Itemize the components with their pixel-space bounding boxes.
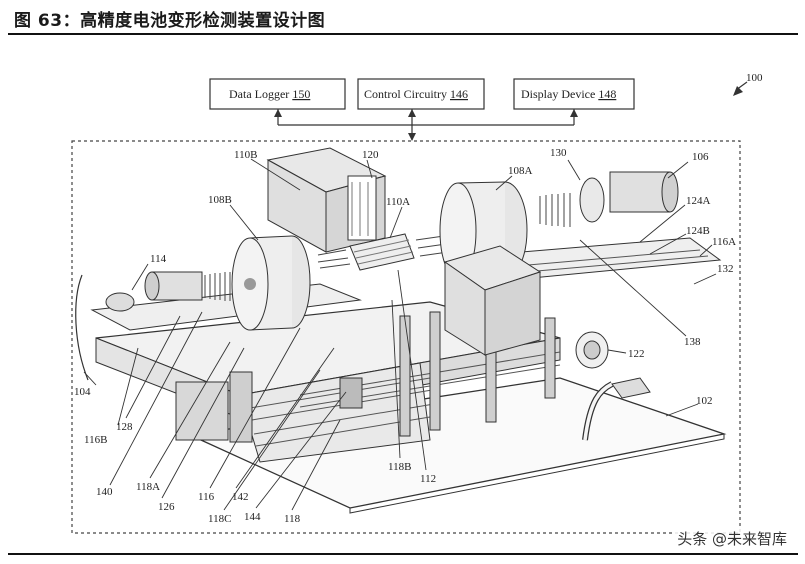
ref-120: 120 (362, 149, 379, 161)
control-circuitry-box: Control Circuitry 146 (357, 78, 485, 110)
data-logger-ref: 150 (292, 87, 310, 101)
svg-text:Control Circuitry 146: Control Circuitry 146 (364, 87, 468, 101)
ref-118A: 118A (136, 481, 160, 493)
ref-112: 112 (420, 473, 436, 485)
bracket-104 (75, 274, 89, 381)
watermark: 头条 @未来智库 (673, 528, 791, 549)
display-device-box: Display Device 148 (513, 78, 635, 110)
bottom-rule (8, 553, 798, 555)
ref-128: 128 (116, 421, 133, 433)
ref-126: 126 (158, 501, 175, 513)
ref-110B: 110B (234, 149, 257, 161)
ref-114: 114 (150, 253, 167, 265)
ref-108B: 108B (208, 194, 232, 206)
ref-118B: 118B (388, 461, 411, 473)
ref-102: 102 (696, 395, 713, 407)
ref-104: 104 (74, 386, 91, 398)
svg-text:Display Device 148: Display Device 148 (521, 87, 616, 101)
data-logger-label: Data Logger (229, 87, 289, 101)
ref-100: 100 (746, 72, 763, 84)
ref-116A: 116A (712, 236, 736, 248)
display-device-label: Display Device (521, 87, 595, 101)
ref-118: 118 (284, 513, 301, 525)
svg-text:Data Logger 150: Data Logger 150 (229, 87, 310, 101)
data-logger-box: Data Logger 150 (209, 78, 346, 110)
ref-132: 132 (717, 263, 734, 275)
ref-124A: 124A (686, 195, 711, 207)
ref-140: 140 (96, 486, 113, 498)
ref-106: 106 (692, 151, 709, 163)
display-device-ref: 148 (598, 87, 616, 101)
ref-116B: 116B (84, 434, 107, 446)
ref-138: 138 (684, 336, 701, 348)
system-boundary (71, 140, 741, 534)
control-circuitry-label: Control Circuitry (364, 87, 447, 101)
ref-124B: 124B (686, 225, 710, 237)
title-rule (8, 33, 798, 35)
ref-110A: 110A (386, 196, 410, 208)
ref-122: 122 (628, 348, 645, 360)
ref-144: 144 (244, 511, 261, 523)
figure-title: 图 63：高精度电池变形检测装置设计图 (14, 11, 326, 31)
motor-106 (609, 171, 671, 213)
ref-118C: 118C (208, 513, 231, 525)
motor-block-118A (175, 381, 229, 441)
ref-116: 116 (198, 491, 215, 503)
control-circuitry-ref: 146 (450, 87, 468, 101)
ref-108A: 108A (508, 165, 533, 177)
ref-142: 142 (232, 491, 249, 503)
bus-connectors (277, 109, 575, 140)
ref-130: 130 (550, 147, 567, 159)
